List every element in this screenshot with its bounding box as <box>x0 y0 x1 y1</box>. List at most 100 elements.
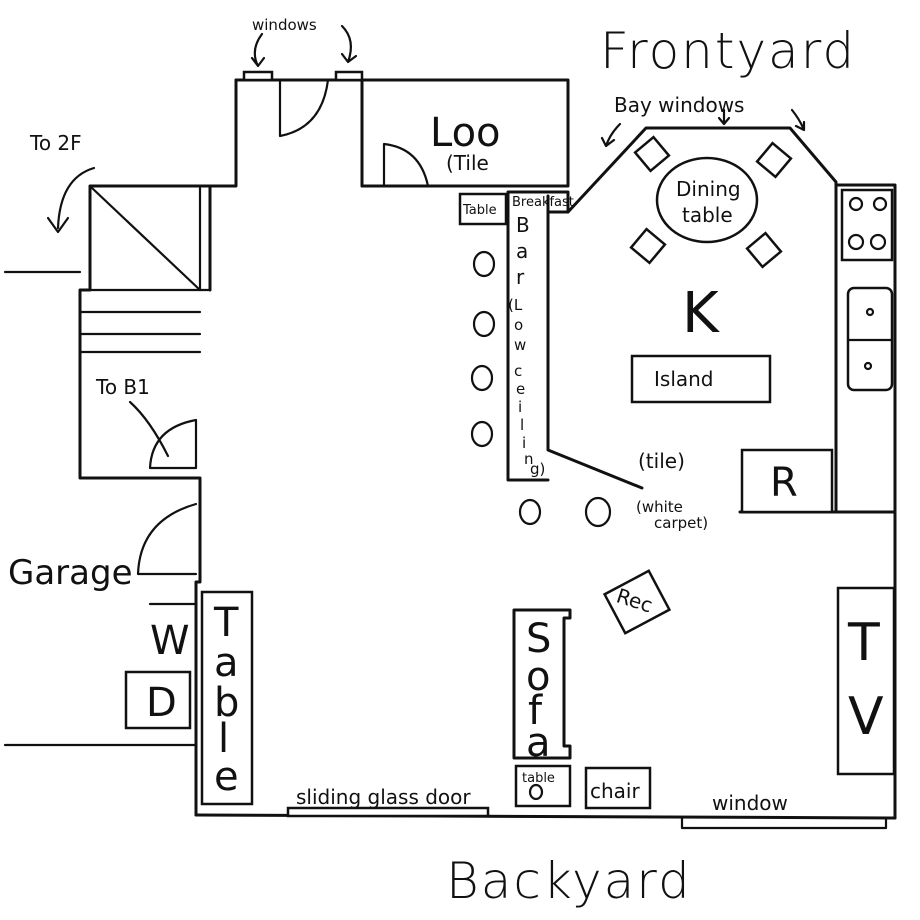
burner-4 <box>869 233 887 251</box>
window-arrow-1 <box>250 32 266 68</box>
window-top-1 <box>242 70 274 82</box>
white-carpet-label-1: (white <box>636 498 683 516</box>
sofa-letter-4: a <box>526 720 551 766</box>
table-letter-2: a <box>214 640 239 686</box>
kitchen-inner-wall <box>546 194 644 490</box>
stairs-up <box>88 184 212 292</box>
low-ceiling-1: (L <box>508 296 523 314</box>
burner-2 <box>872 196 888 212</box>
loo-door <box>382 142 430 188</box>
burner-1 <box>848 196 864 212</box>
dryer <box>124 670 192 730</box>
sink-drain-2 <box>863 361 873 371</box>
garage-door <box>136 502 198 576</box>
breakfast-label: Breakfast <box>512 195 574 210</box>
recliner <box>602 569 672 635</box>
sliding-door <box>286 806 490 818</box>
to-b1-label: To B1 <box>95 375 150 399</box>
table-letter-5: e <box>214 754 239 800</box>
bar-stool-4 <box>470 420 494 448</box>
fridge <box>740 448 834 514</box>
washer-label: W <box>150 618 190 664</box>
sliding-door-label: sliding glass door <box>296 785 471 809</box>
dining-chair-4 <box>745 231 783 269</box>
door-to-b1 <box>148 418 198 470</box>
bay-arrow-right <box>790 108 806 132</box>
backyard-label: Backyard <box>446 852 692 910</box>
arrow-to-b1 <box>128 400 170 458</box>
dining-chair-3 <box>629 227 667 265</box>
kitchen-wall <box>566 126 838 512</box>
low-ceiling-10: g) <box>530 460 545 478</box>
bar-stool-2 <box>472 310 496 338</box>
tv-letter-1: T <box>847 613 880 673</box>
burner-3 <box>847 233 865 251</box>
sofa-letter-3: f <box>528 688 543 734</box>
low-ceiling-2: o <box>514 316 523 334</box>
side-table-lamp <box>528 783 544 801</box>
arrow-to-2f <box>46 166 96 234</box>
table-letter-4: l <box>218 716 229 762</box>
bar-stool-5 <box>518 498 542 526</box>
low-ceiling-5: e <box>516 380 525 398</box>
to-2f-label: To 2F <box>29 131 82 155</box>
low-ceiling-7: l <box>520 416 524 434</box>
bar-counter <box>506 190 570 482</box>
sofa-letter-1: S <box>526 616 551 662</box>
chair <box>584 766 652 810</box>
window-label: window <box>712 791 788 815</box>
bay-windows-label: Bay windows <box>614 93 744 117</box>
window-top-2 <box>334 70 364 82</box>
white-carpet-label-2: carpet) <box>654 514 708 532</box>
garage-label: Garage <box>8 553 133 593</box>
dining-chair-2 <box>755 141 793 179</box>
kitchen-island <box>630 354 772 404</box>
wall-loo <box>360 78 570 188</box>
sofa <box>512 608 572 760</box>
dining-table-label-2: table <box>682 203 733 227</box>
sofa-letter-2: o <box>526 654 550 700</box>
tile-label: (tile) <box>638 449 685 473</box>
table-letter-3: b <box>214 680 239 726</box>
chair-label: chair <box>590 779 640 803</box>
window-arrow-2 <box>340 24 358 64</box>
bar-stool-1 <box>472 250 496 278</box>
island-label: Island <box>654 367 714 391</box>
kitchen-label: K <box>682 281 720 346</box>
long-table <box>200 590 254 806</box>
dryer-label: D <box>146 680 177 726</box>
bar-letter-1: B <box>516 213 530 237</box>
loo-tile-label: (Tile <box>446 151 489 175</box>
bar-letter-3: r <box>516 265 525 289</box>
dining-chair-1 <box>633 135 671 173</box>
back-window <box>680 816 888 830</box>
low-ceiling-9: n <box>524 450 534 468</box>
low-ceiling-3: w <box>514 336 526 354</box>
side-table-label: table <box>522 771 555 786</box>
bay-arrow-mid <box>717 108 731 126</box>
fridge-label: R <box>770 460 798 506</box>
windows-top-label: windows <box>252 16 317 34</box>
side-table <box>514 764 572 808</box>
stairs-up-diagonal <box>90 186 202 292</box>
tv-stand <box>836 586 896 776</box>
loo-label: Loo <box>430 110 501 156</box>
bar-stool-3 <box>470 364 494 392</box>
frontyard-label: Frontyard <box>600 22 856 80</box>
low-ceiling-6: i <box>518 398 522 416</box>
tv-letter-2: V <box>848 687 884 747</box>
entry-door <box>278 78 330 138</box>
sink-drain-1 <box>865 307 875 317</box>
wall-top-entry <box>234 78 364 188</box>
table-letter-1: T <box>213 600 239 646</box>
bar-stool-6 <box>584 496 612 528</box>
low-ceiling-8: i <box>522 434 526 452</box>
small-table <box>458 192 508 226</box>
bay-arrow-left <box>600 122 622 148</box>
bar-letter-2: a <box>516 239 528 263</box>
low-ceiling-4: c <box>514 362 522 380</box>
dining-table <box>655 156 759 244</box>
small-table-label: Table <box>462 203 497 218</box>
dining-table-label-1: Dining <box>676 177 741 201</box>
